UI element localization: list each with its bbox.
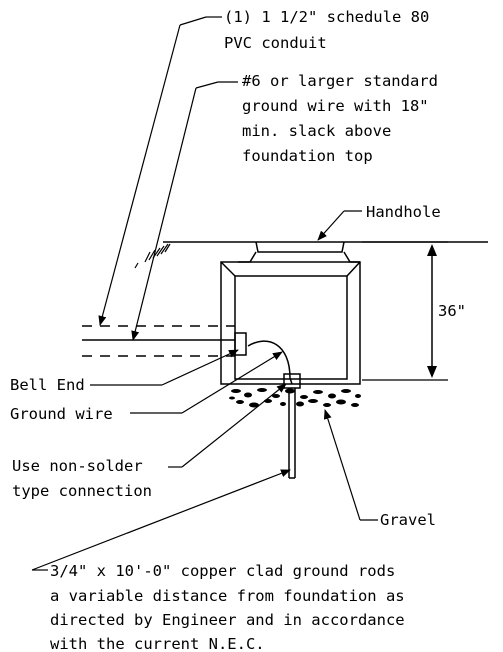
bell-end-label: Bell End [10,376,85,394]
ground-wire-spec-line4: foundation top [242,147,373,165]
ground-wire-curve [247,340,293,385]
connection-label-line2: type connection [12,482,152,500]
handhole-label: Handhole [366,203,441,221]
ground-wire-spec-line2: ground wire with 18" [242,97,429,115]
handhole-leader [317,210,362,241]
ground-rods-note-line4: with the current N.E.C. [50,635,265,652]
depth-dimension [362,241,448,381]
ground-rods-note-line1: 3/4" x 10'-0" copper clad ground rods [50,562,395,580]
ground-rod [283,373,301,479]
gravel-leader [323,409,378,521]
pvc-conduit [82,325,247,357]
ground-wire-label: Ground wire [10,405,113,423]
ground-rods-note-line3: directed by Engineer and in accordance [50,611,405,629]
connection-label-line1: Use non-solder [12,457,143,475]
handhole-box [220,261,361,385]
ground-rods-leader [31,469,291,571]
conduit-label-line1: (1) 1 1/2" schedule 80 [224,8,429,26]
ground-wire-spec-line1: #6 or larger standard [242,72,438,90]
ground-rods-note-line2: a variable distance from foundation as [50,587,405,605]
depth-label: 36" [438,302,466,320]
handhole-lid [238,241,360,263]
gravel-layer [229,388,361,408]
conduit-label-line2: PVC conduit [224,34,327,52]
gravel-label: Gravel [380,511,436,529]
ground-wire-leader [130,351,283,414]
connection-leader [168,383,287,468]
ground-wire-spec-line3: min. slack above [242,122,391,140]
ground-wire-spec-leader [131,81,238,341]
conduit-leader [98,16,222,326]
bell-end-leader [90,349,239,386]
